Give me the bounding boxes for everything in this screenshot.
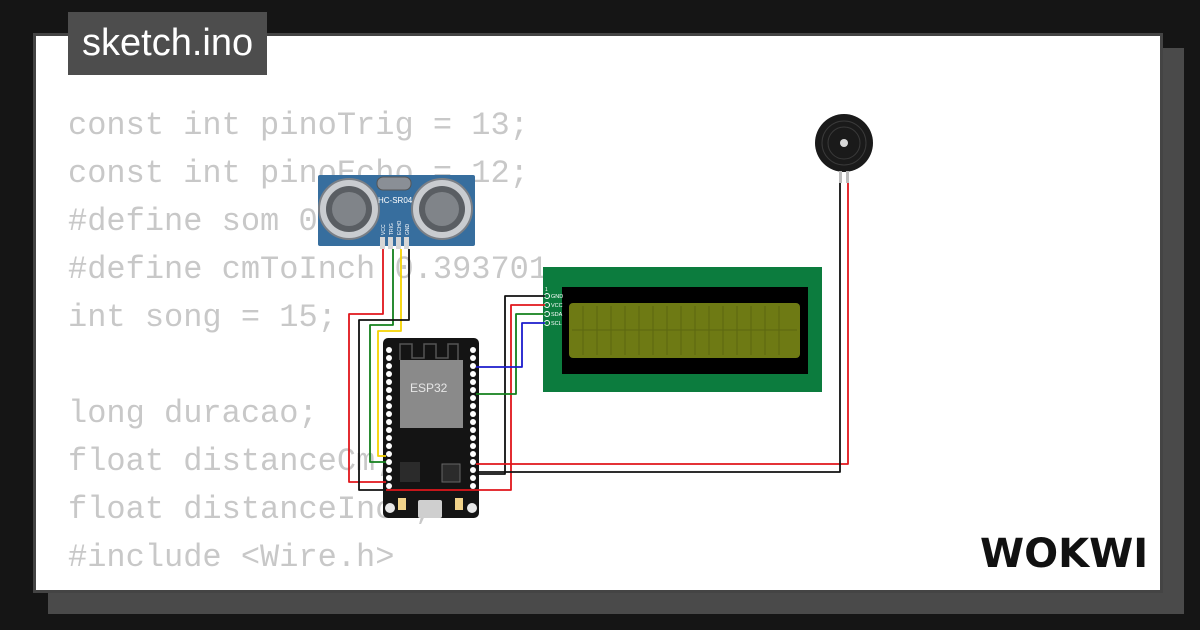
board-led-icon [455, 498, 463, 510]
board-boot-button[interactable] [385, 503, 395, 513]
buzzer-center [840, 139, 848, 147]
code-line: int song = 15; [68, 299, 337, 336]
board-reset-button[interactable] [467, 503, 477, 513]
board-pins-right [470, 347, 476, 489]
wire-yellow[interactable] [377, 249, 402, 457]
wire-black[interactable] [476, 295, 545, 475]
board-label: ESP32 [410, 381, 448, 395]
code-line: const int pinoTrig = 13; [68, 107, 529, 144]
sensor-label: HC-SR04 [378, 196, 413, 205]
buzzer-pin [846, 171, 849, 183]
wire-green[interactable] [476, 313, 545, 395]
sensor-pin-label: TRIG [389, 223, 395, 235]
sensor-transducer-left [318, 178, 380, 240]
board-antenna [399, 343, 459, 360]
board-led-icon [398, 498, 406, 510]
lcd-pin-label: SCL [551, 321, 562, 327]
code-line: #include <LiquidCrystal_I2C.h> [68, 582, 644, 590]
lcd-display[interactable]: 1 GND VCC SDA SCL [543, 267, 822, 392]
code-line: #define cmToInch 0.393701 [68, 251, 549, 288]
wire-black[interactable] [476, 183, 841, 473]
wire-red[interactable] [386, 304, 545, 491]
code-preview: const int pinoTrig = 13;const int pinoEc… [68, 102, 644, 590]
lcd-pin-label: SDA [551, 312, 563, 318]
lcd-char-grid [572, 306, 797, 355]
sensor-pin-label: ECHO [397, 220, 403, 235]
lcd-pin-marker: 1 [545, 287, 548, 293]
board-usb-chip [441, 463, 461, 483]
buzzer-pin [839, 171, 842, 183]
esp32-board[interactable]: ESP32 [383, 338, 479, 518]
buzzer-ring [821, 120, 867, 166]
wokwi-logo: WOKWI [980, 531, 1148, 577]
sensor-pins [380, 237, 409, 249]
wire-red[interactable] [476, 183, 849, 465]
board-usb-port [418, 500, 442, 518]
lcd-pin-label: VCC [551, 303, 563, 309]
board-regulator [400, 462, 420, 482]
sketch-title: sketch.ino [68, 12, 268, 75]
sensor-crystal [376, 176, 412, 191]
sensor-pin-label: VCC [381, 224, 387, 235]
code-line: long duracao; [68, 395, 318, 432]
wire-red[interactable] [348, 249, 386, 483]
wire-green[interactable] [369, 249, 394, 463]
sensor-transducer-right [411, 178, 473, 240]
ultrasonic-sensor[interactable]: HC-SR04 VCC TRIG ECHO GND [318, 175, 475, 249]
board-pins-left [386, 347, 392, 489]
lcd-pin-label: GND [551, 294, 563, 300]
wire-blue[interactable] [476, 322, 545, 368]
buzzer[interactable] [815, 114, 873, 183]
buzzer-ring [827, 126, 861, 160]
sensor-pin-label: GND [405, 224, 411, 236]
code-line: #define som 0 [68, 203, 318, 240]
wire-black[interactable] [358, 249, 410, 491]
code-line: #include <Wire.h> [68, 539, 395, 576]
wires [348, 183, 849, 491]
wokwi-logo-text: WOKWI [980, 531, 1148, 577]
board-module-shield [400, 360, 463, 428]
